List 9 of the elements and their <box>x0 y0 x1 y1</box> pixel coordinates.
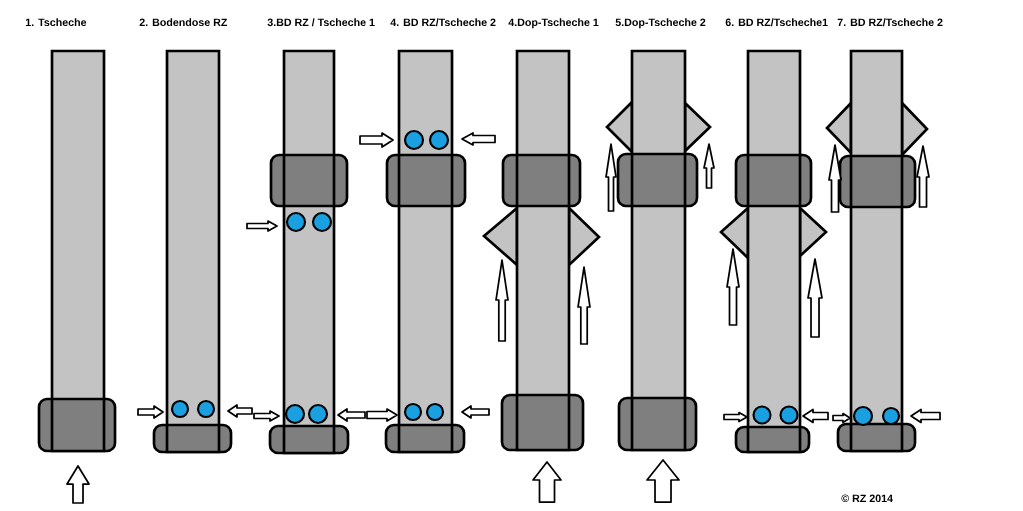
column-title: 3.BD RZ / Tscheche 1 <box>267 18 375 27</box>
column-title: 4. BD RZ/Tscheche 2 <box>390 18 496 27</box>
column-title: 5.Dop-Tscheche 2 <box>615 18 706 29</box>
copyright-note: © RZ 2014 <box>841 494 893 503</box>
column-title: 1. Tscheche <box>25 18 87 27</box>
column-title: 6. BD RZ/Tscheche1 <box>725 18 828 27</box>
column-title: 7. BD RZ/Tscheche 2 <box>837 18 943 27</box>
column-title: 2. Bodendose RZ <box>139 18 228 27</box>
column-title: 4.Dop-Tscheche 1 <box>508 18 599 29</box>
